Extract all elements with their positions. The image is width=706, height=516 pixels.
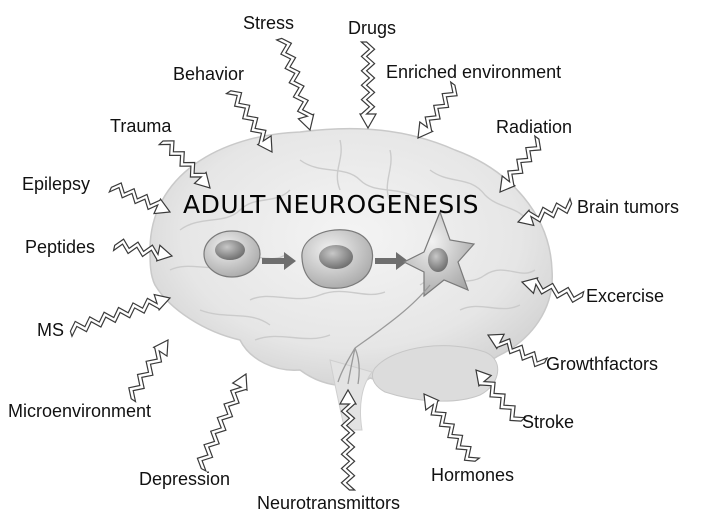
label-brain-tumors: Brain tumors <box>577 198 679 216</box>
bolt-stroke-icon <box>476 370 525 421</box>
bolt-enriched-environment-icon <box>418 82 457 138</box>
bolt-depression-icon <box>197 374 247 471</box>
label-trauma: Trauma <box>110 117 171 135</box>
label-growthfactors: Growthfactors <box>546 355 658 373</box>
label-peptides: Peptides <box>25 238 95 256</box>
label-radiation: Radiation <box>496 118 572 136</box>
label-drugs: Drugs <box>348 19 396 37</box>
bolt-drugs-icon <box>360 42 376 128</box>
label-enriched-environment: Enriched environment <box>386 63 561 81</box>
bolt-radiation-icon <box>500 136 541 192</box>
bolt-hormones-icon <box>424 394 479 461</box>
label-epilepsy: Epilepsy <box>22 175 90 193</box>
bolt-ms-icon <box>70 295 170 337</box>
label-stress: Stress <box>243 14 294 32</box>
page-title: ADULT NEUROGENESIS <box>183 192 479 217</box>
bolt-epilepsy-icon <box>109 183 170 214</box>
label-behavior: Behavior <box>173 65 244 83</box>
label-neurotransmittors: Neurotransmittors <box>257 494 400 512</box>
bolt-microenvironment-icon <box>129 340 168 402</box>
label-depression: Depression <box>139 470 230 488</box>
stem-cell <box>204 231 260 277</box>
label-stroke: Stroke <box>522 413 574 431</box>
progenitor-cell <box>302 230 373 289</box>
bolt-stress-icon <box>277 38 314 130</box>
label-excercise: Excercise <box>586 287 664 305</box>
label-hormones: Hormones <box>431 466 514 484</box>
label-microenvironment: Microenvironment <box>8 402 151 420</box>
label-ms: MS <box>37 321 64 339</box>
